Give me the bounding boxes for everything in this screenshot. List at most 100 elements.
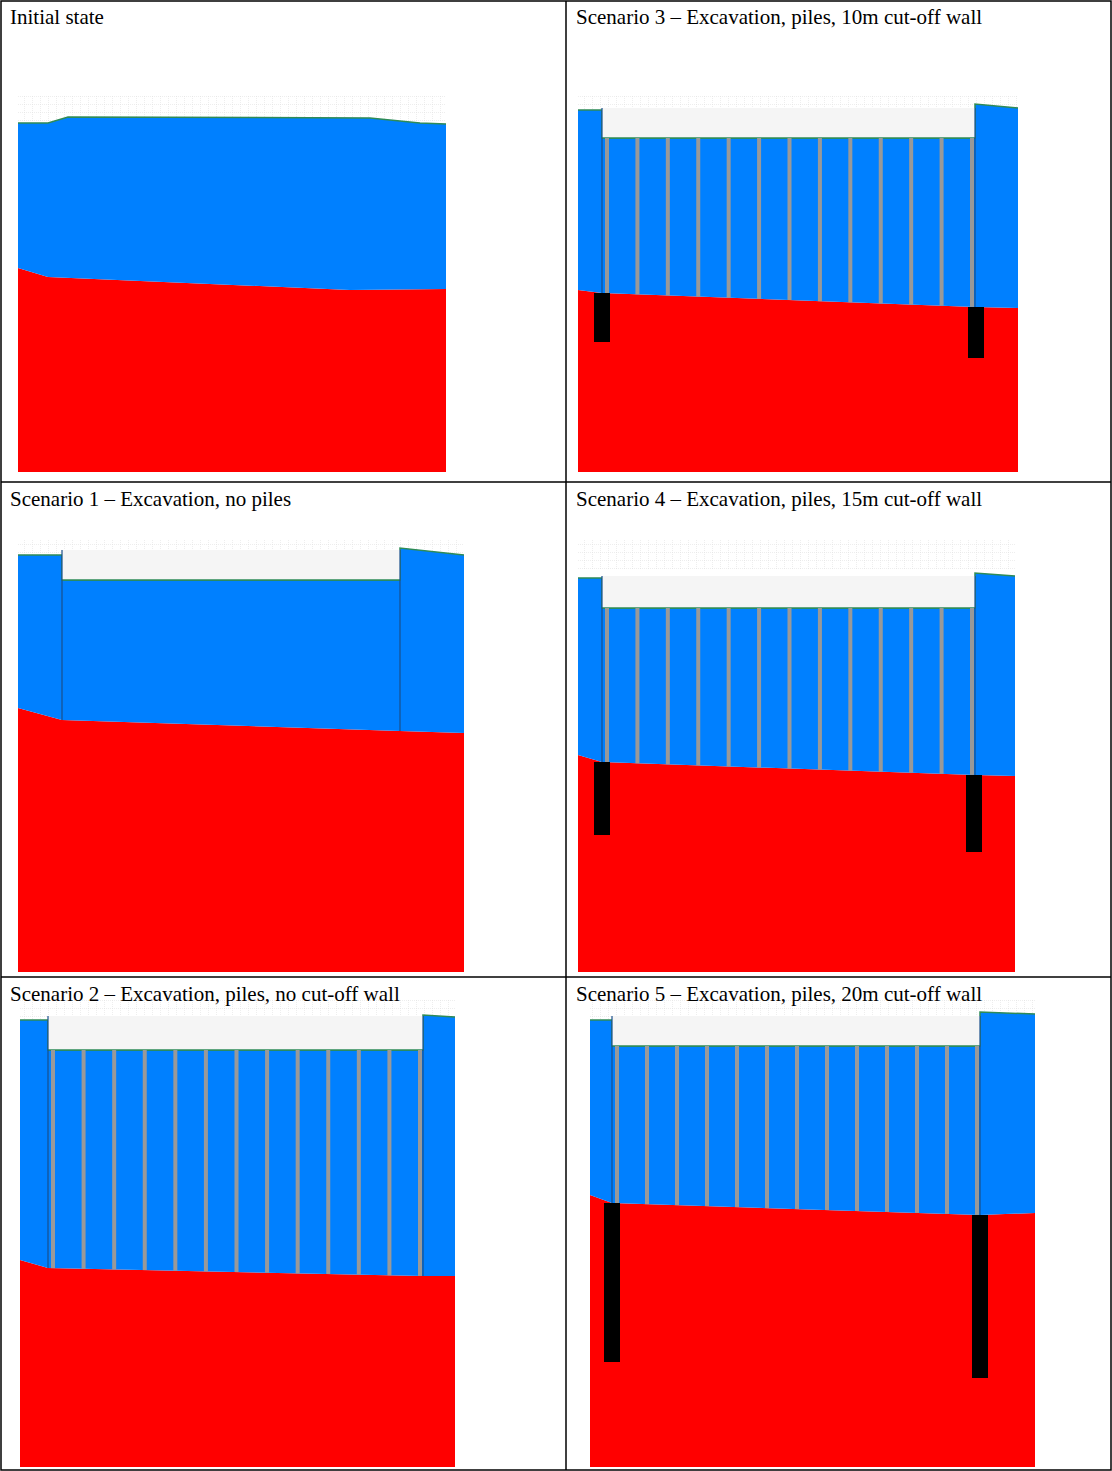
excavation-side	[47, 1016, 48, 1268]
ground-surface	[18, 548, 464, 580]
pile	[418, 1050, 422, 1276]
scenario-heading: Scenario 1 – Excavation, no piles	[10, 487, 558, 511]
pile	[940, 608, 944, 774]
pile	[666, 138, 670, 295]
upper-soil-layer	[18, 548, 464, 733]
cut-off-wall	[604, 1203, 620, 1362]
grid-background	[578, 540, 1015, 570]
ground-surface	[578, 573, 1015, 608]
pile	[848, 608, 852, 771]
pile	[765, 1046, 769, 1208]
pile	[885, 1046, 889, 1212]
pile	[879, 608, 883, 772]
pile	[51, 1050, 55, 1268]
pile	[666, 608, 670, 764]
excavation	[62, 550, 400, 580]
pile	[945, 1046, 949, 1214]
pile	[909, 138, 913, 305]
pile	[825, 1046, 829, 1210]
pile	[879, 138, 883, 303]
pile	[970, 138, 974, 307]
pile	[112, 1050, 116, 1269]
lower-soil-layer	[578, 755, 1015, 972]
pile	[235, 1050, 239, 1272]
pile	[788, 138, 792, 300]
cut-off-wall	[972, 1215, 988, 1378]
pile	[615, 1046, 619, 1203]
pile	[909, 608, 913, 773]
pile	[635, 608, 639, 763]
excavation-side	[611, 1016, 612, 1203]
scenario-heading: Scenario 5 – Excavation, piles, 20m cut-…	[576, 982, 1106, 1006]
pile	[645, 1046, 649, 1204]
lower-soil-layer	[590, 1195, 1035, 1467]
pile	[635, 138, 639, 294]
cut-off-wall	[594, 293, 610, 342]
pile	[818, 138, 822, 301]
scenario-heading: Scenario 4 – Excavation, piles, 15m cut-…	[576, 487, 1106, 511]
pile	[605, 608, 609, 762]
pile	[818, 608, 822, 770]
pile	[727, 608, 731, 766]
ground-surface	[578, 104, 1018, 138]
upper-soil-layer	[578, 104, 1018, 308]
lower-soil-layer	[578, 290, 1018, 472]
pile	[855, 1046, 859, 1211]
excavation	[48, 1016, 423, 1050]
pile	[357, 1050, 361, 1275]
scenario-heading: Initial state	[10, 5, 558, 29]
excavation-side	[974, 576, 975, 775]
pile	[940, 138, 944, 306]
pile	[675, 1046, 679, 1205]
excavation	[602, 576, 975, 608]
pile	[605, 138, 609, 293]
pile	[915, 1046, 919, 1213]
pile	[326, 1050, 330, 1274]
ground-surface	[20, 1015, 455, 1050]
pile	[795, 1046, 799, 1209]
pile	[788, 608, 792, 769]
scenario-heading: Scenario 3 – Excavation, piles, 10m cut-…	[576, 5, 1106, 29]
excavation-side	[974, 108, 975, 307]
upper-soil-layer	[590, 1012, 1035, 1215]
pile	[204, 1050, 208, 1271]
pile	[757, 138, 761, 299]
upper-soil-layer	[18, 117, 446, 290]
excavation-base	[62, 579, 400, 581]
pile	[387, 1050, 391, 1275]
pile	[696, 608, 700, 765]
excavation	[602, 108, 975, 138]
pile	[727, 138, 731, 298]
lower-soil-layer	[20, 1260, 455, 1467]
pile	[82, 1050, 86, 1269]
pile	[696, 138, 700, 297]
cut-off-wall	[594, 762, 610, 835]
pile	[735, 1046, 739, 1207]
lower-soil-layer	[18, 268, 446, 472]
pile	[975, 1046, 979, 1215]
scenario-heading: Scenario 2 – Excavation, piles, no cut-o…	[10, 982, 558, 1006]
pile	[757, 608, 761, 767]
pile	[265, 1050, 269, 1273]
lower-soil-layer	[18, 708, 464, 972]
pile	[173, 1050, 177, 1271]
cut-off-wall	[968, 307, 984, 358]
upper-soil-layer	[20, 1015, 455, 1276]
pile	[705, 1046, 709, 1206]
ground-surface	[18, 117, 446, 124]
upper-soil-layer	[578, 573, 1015, 776]
excavation-side	[61, 550, 62, 720]
excavation-side	[601, 108, 602, 293]
pile	[296, 1050, 300, 1273]
cut-off-wall	[966, 775, 982, 852]
pile	[848, 138, 852, 302]
excavation-side	[422, 1016, 423, 1276]
excavation-side	[399, 550, 400, 731]
excavation-side	[979, 1016, 980, 1215]
ground-surface	[590, 1012, 1035, 1046]
excavation-side	[601, 576, 602, 762]
pile	[143, 1050, 147, 1270]
excavation	[612, 1016, 980, 1046]
